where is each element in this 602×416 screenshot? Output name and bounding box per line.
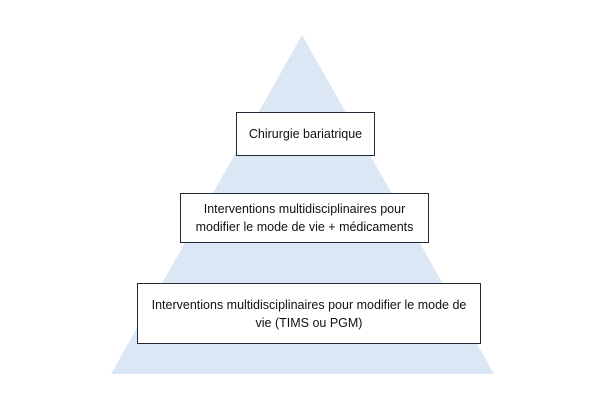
level-label: Interventions multidisciplinaires pour m… xyxy=(195,202,414,234)
level-label: Chirurgie bariatrique xyxy=(248,127,363,141)
pyramid-level-middle: Interventions multidisciplinaires pour m… xyxy=(180,193,429,243)
level-label: Interventions multidisciplinaires pour m… xyxy=(151,297,467,330)
pyramid-level-bottom: Interventions multidisciplinaires pour m… xyxy=(137,283,481,344)
pyramid-level-top: Chirurgie bariatrique xyxy=(236,112,375,156)
